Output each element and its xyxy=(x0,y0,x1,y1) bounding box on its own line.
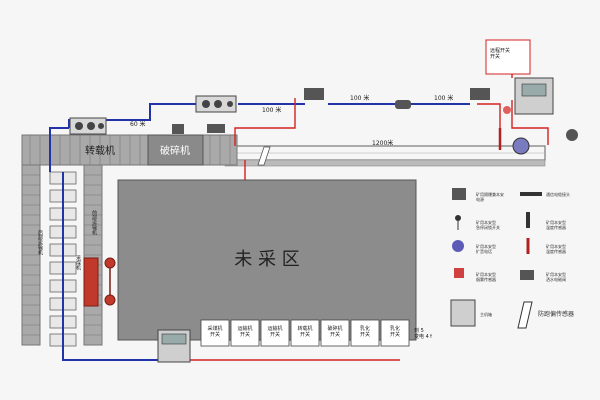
switch-label-2: 运输机开关 xyxy=(267,325,282,338)
vertical-mid-label: 前部运输机 xyxy=(91,209,97,236)
bottom-switch-labels: 采煤机开关 运输机开关 运输机开关 转载机开关 破碎机开关 乳化开关 乳化开关 xyxy=(207,325,400,338)
switch-boxes xyxy=(69,95,237,135)
legend-label-7: 矿用本安型洒水电磁阀 xyxy=(546,271,566,282)
panel-icon xyxy=(450,299,476,327)
switch-label-6: 乳化开关 xyxy=(390,325,400,338)
remote-switch-box xyxy=(485,39,531,75)
legend-label-3: 矿用本安型温度传感器 xyxy=(546,219,566,230)
side-labels: 后部运输机 前部运输机 采煤机 xyxy=(37,209,97,271)
valve-device xyxy=(566,129,578,141)
shearer-drum-top xyxy=(104,257,116,269)
speaker-device xyxy=(512,137,530,155)
dist-100-b-label: 100 米 xyxy=(350,94,369,102)
transfer-label: 转载机 xyxy=(85,144,115,157)
bottom-switch-boxes xyxy=(200,319,410,347)
cable-icon xyxy=(520,192,542,196)
main-belt xyxy=(224,145,546,167)
legend-label-8: 主机箱 xyxy=(480,311,492,317)
switch-label-1: 运输机开关 xyxy=(237,325,252,338)
switch-label-5: 乳化开关 xyxy=(360,325,370,338)
legend-icons xyxy=(450,188,542,329)
alarm-device xyxy=(503,106,511,114)
left-conveyors xyxy=(21,164,116,347)
dist-100-c-label: 100 米 xyxy=(434,94,453,102)
switch-label-0: 采煤机开关 xyxy=(207,325,222,338)
legend-label-1: 通信电缆接头 xyxy=(546,191,570,197)
alarm-icon xyxy=(454,268,464,278)
legend-label-2: 矿用本安型急停闭锁开关 xyxy=(476,219,500,230)
legend-label-9: 防跑偏传感器 xyxy=(538,310,574,318)
pin-icon xyxy=(455,215,461,221)
deviation-sensor-1 xyxy=(257,146,271,166)
unmined-area-block xyxy=(117,179,417,341)
legend-label-0: 矿用隔爆兼本安电源 xyxy=(476,191,504,202)
switch-label-3: 转载机开关 xyxy=(297,325,312,338)
legend-label-4: 矿用本安型扩音电话 xyxy=(476,243,496,254)
dist-100-a-label: 100 米 xyxy=(262,106,281,114)
transfer-conveyor xyxy=(21,134,238,166)
shearer-block xyxy=(83,257,99,307)
remote-switch-label: 远程开关开关 xyxy=(490,47,510,60)
switch-label-4: 破碎机开关 xyxy=(327,325,342,338)
crusher-block xyxy=(147,134,204,166)
vertical-left-label: 后部运输机 xyxy=(37,229,43,256)
dist-1200-label: 1200米 xyxy=(372,139,393,147)
crusher-label: 破碎机 xyxy=(160,144,190,157)
dist-60-label: 60 米 xyxy=(130,120,146,128)
hydraulic-supports xyxy=(49,171,77,347)
unmined-area-label: 未 采 区 xyxy=(234,249,299,270)
legend-label-6: 矿用本安型烟雾传感器 xyxy=(476,271,496,282)
comb-icon xyxy=(520,270,534,280)
vertical-center-label: 采煤机 xyxy=(75,254,81,271)
bottle-icon xyxy=(526,212,530,228)
shearer-drum-bottom xyxy=(104,294,116,306)
speaker-icon xyxy=(452,240,464,252)
sensor-modules xyxy=(172,88,490,134)
legend-label-5: 矿用本安型温度传感器 xyxy=(546,243,566,254)
legend-labels: 矿用隔爆兼本安电源 通信电缆接头 矿用本安型急停闭锁开关 矿用本安型温度传感器 … xyxy=(476,191,574,318)
slash-icon xyxy=(517,301,533,329)
monitor-icon xyxy=(452,188,466,200)
